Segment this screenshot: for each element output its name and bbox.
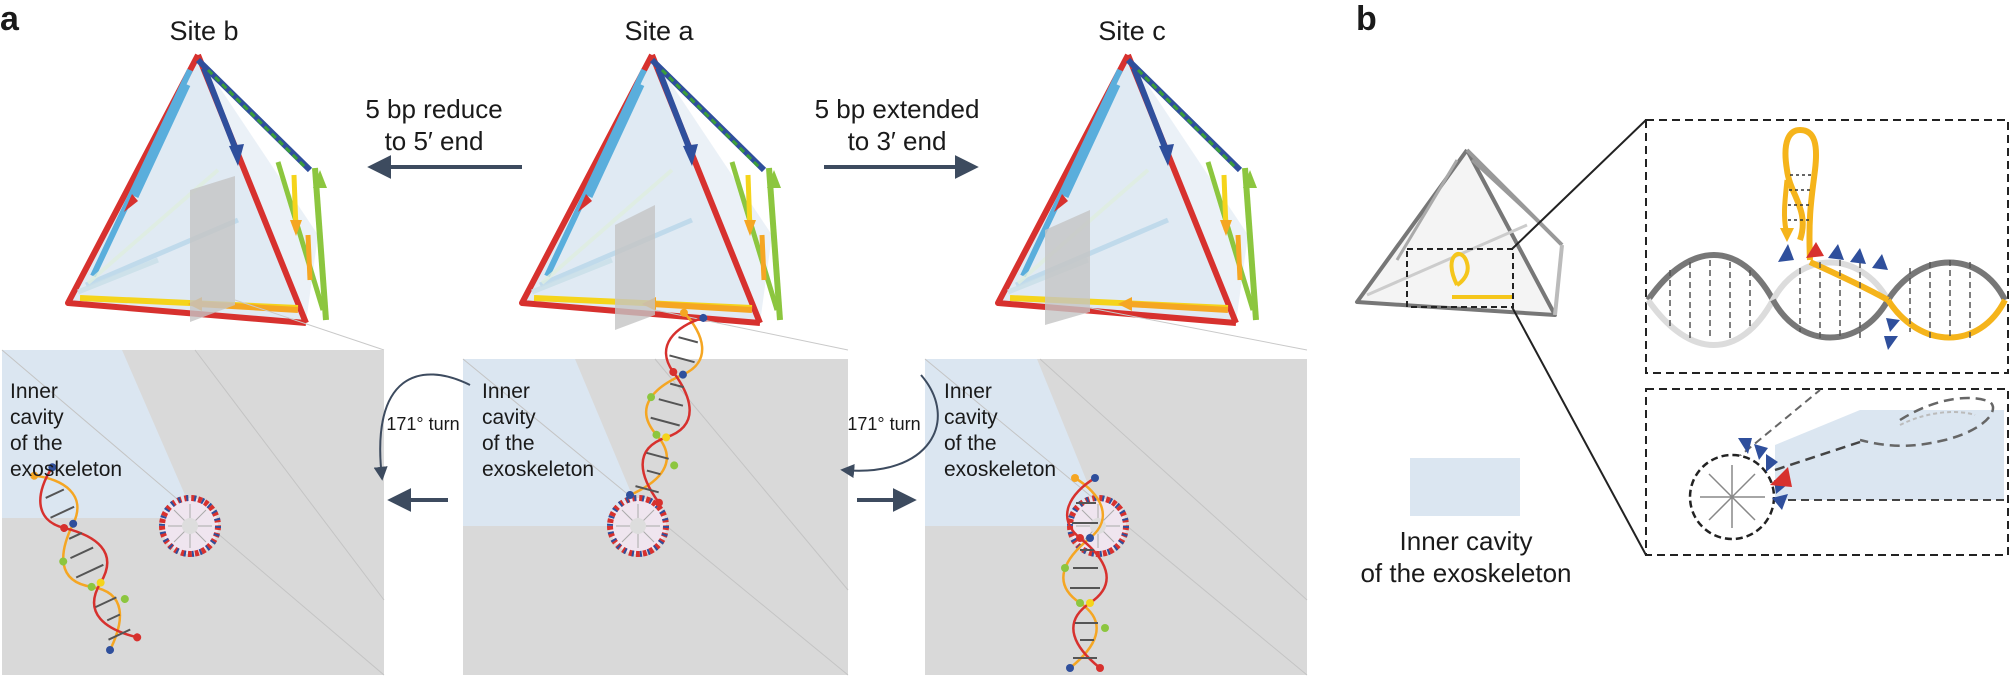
zoom-line-top xyxy=(1511,119,1647,250)
turn-arc-left xyxy=(373,373,471,481)
cavity-a-line4: exoskeleton xyxy=(482,458,594,481)
cavity-b-line4: exoskeleton xyxy=(10,458,122,481)
legend-line1: Inner cavity xyxy=(1400,526,1533,556)
legend-line2: of the exoskeleton xyxy=(1360,558,1571,588)
site-a-label: Site a xyxy=(624,16,694,46)
cavity-a-line1: Inner xyxy=(482,380,530,403)
reduce-note-line2: to 5′ end xyxy=(385,126,484,156)
helix-end-view-c xyxy=(1070,498,1126,554)
panel-a-letter: a xyxy=(0,0,20,38)
turn-arc-right xyxy=(840,374,939,478)
turn-label-left: 171° turn xyxy=(386,414,459,434)
zoom-box-bottom xyxy=(1645,388,2009,556)
site-c-label: Site c xyxy=(1098,16,1166,46)
turn-label-right: 171° turn xyxy=(847,414,920,434)
extend-note-line2: to 3′ end xyxy=(848,126,947,156)
reduce-note-line1: 5 bp reduce xyxy=(365,94,502,124)
zoom-box-top xyxy=(1645,119,2009,374)
zoom-line-bottom xyxy=(1511,306,1647,556)
cavity-c-line1: Inner xyxy=(944,380,992,403)
cavity-a-line3: of the xyxy=(482,432,535,455)
box-site-c xyxy=(924,358,1308,676)
extend-note-line1: 5 bp extended xyxy=(815,94,980,124)
projection-planes xyxy=(190,176,1308,351)
site-b-label: Site b xyxy=(169,16,238,46)
tetrahedron-site-c xyxy=(998,55,1257,323)
cavity-c-line3: of the xyxy=(944,432,997,455)
cavity-c-line4: exoskeleton xyxy=(944,458,1056,481)
cavity-b-line2: cavity xyxy=(10,406,64,429)
helix-end-view-b xyxy=(162,498,218,554)
cavity-a-line2: cavity xyxy=(482,406,536,429)
legend-cavity-swatch xyxy=(1410,458,1520,516)
gray-tetrahedron xyxy=(1355,148,1564,317)
cavity-c-line2: cavity xyxy=(944,406,998,429)
box-site-b xyxy=(1,349,385,676)
box-site-a xyxy=(462,304,849,676)
cavity-b-line1: Inner xyxy=(10,380,58,403)
panel-b-letter: b xyxy=(1356,0,1377,38)
cavity-b-line3: of the xyxy=(10,432,63,455)
